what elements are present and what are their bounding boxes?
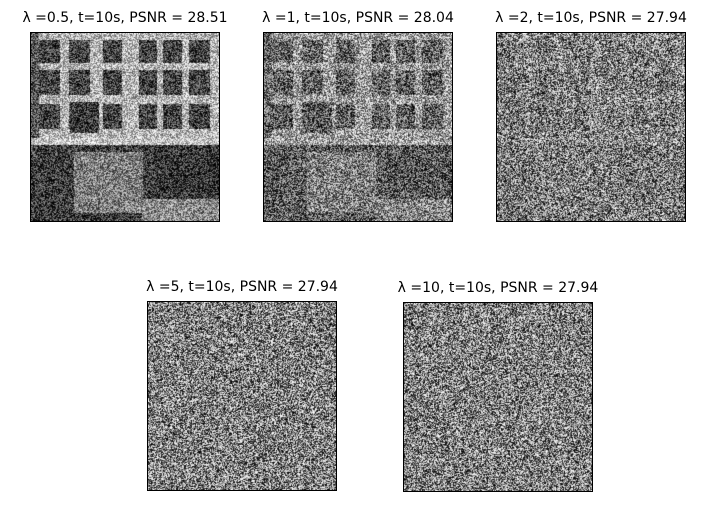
image-canvas xyxy=(148,302,336,490)
noise-image xyxy=(147,301,337,491)
image-canvas xyxy=(31,33,219,221)
noisy-office-image xyxy=(263,32,453,222)
panel-title: λ =2, t=10s, PSNR = 27.94 xyxy=(495,10,687,26)
image-canvas xyxy=(404,303,592,491)
panel-title: λ =0.5, t=10s, PSNR = 28.51 xyxy=(22,10,228,26)
image-canvas xyxy=(264,33,452,221)
panel-title: λ =10, t=10s, PSNR = 27.94 xyxy=(397,280,599,296)
noise-image xyxy=(403,302,593,492)
noise-image xyxy=(496,32,686,222)
panel-title: λ =1, t=10s, PSNR = 28.04 xyxy=(262,10,454,26)
panel-title: λ =5, t=10s, PSNR = 27.94 xyxy=(146,279,338,295)
image-canvas xyxy=(497,33,685,221)
noisy-office-image xyxy=(30,32,220,222)
